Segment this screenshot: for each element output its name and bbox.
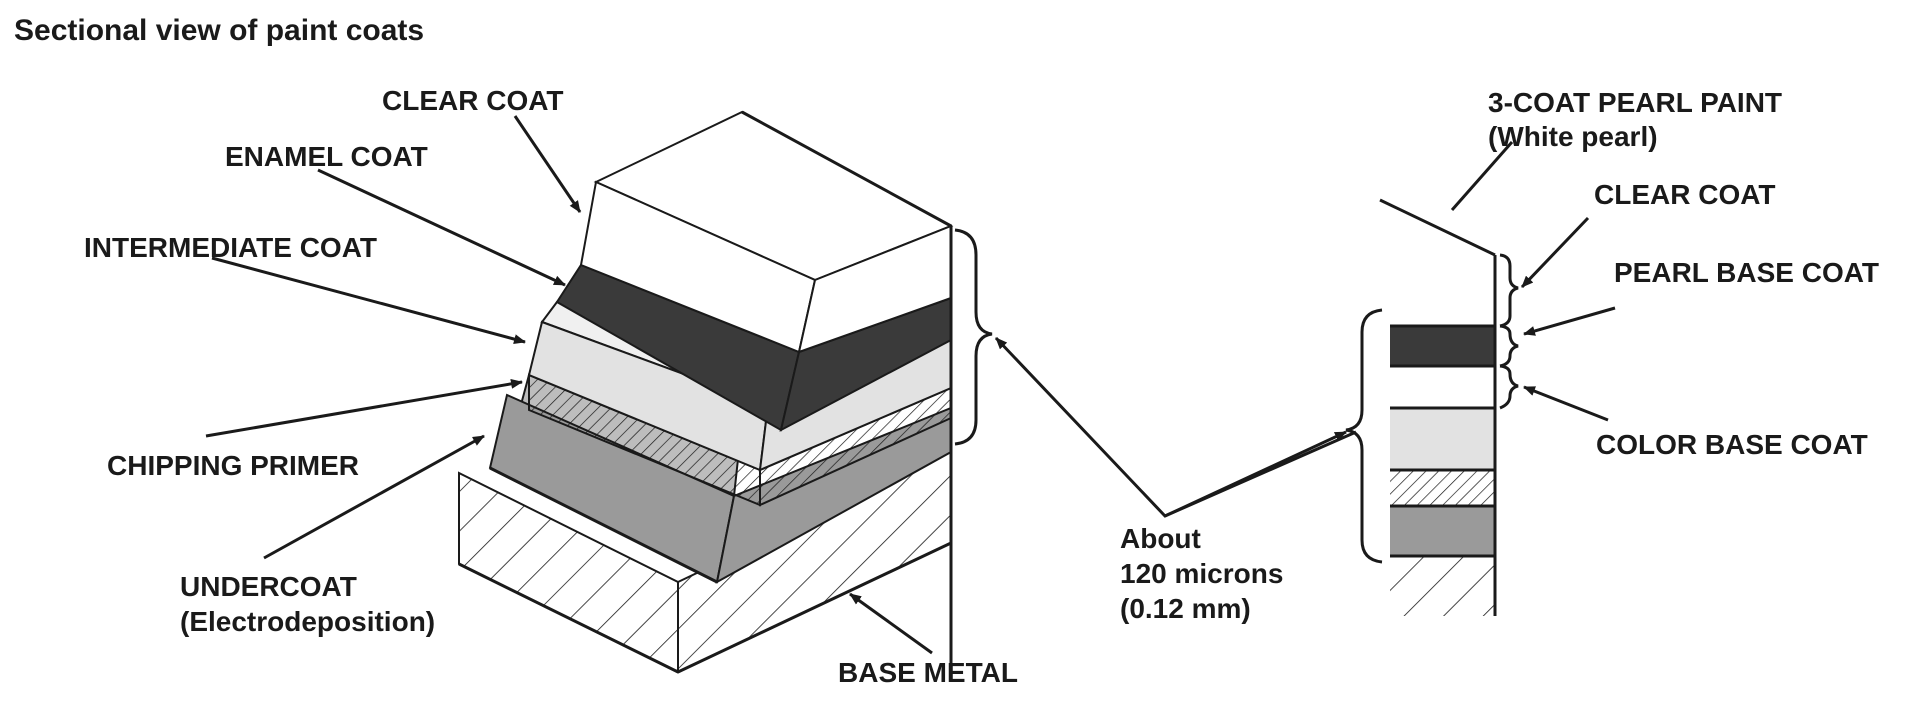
pearl-base-coat-brace bbox=[1499, 324, 1519, 368]
label-pearl-clear-coat: CLEAR COAT bbox=[1594, 179, 1775, 210]
pearl-strip-base-metal-layer bbox=[1390, 556, 1495, 616]
label-thickness-about: About bbox=[1120, 523, 1201, 554]
label-thickness-mm: (0.12 mm) bbox=[1120, 593, 1251, 624]
pearl-strip-pearl-base-layer bbox=[1390, 326, 1495, 366]
label-pearl-base-coat: PEARL BASE COAT bbox=[1614, 257, 1879, 288]
pearl-strip-clear-coat-layer bbox=[1390, 258, 1495, 328]
clear-coat-brace bbox=[1499, 253, 1519, 328]
label-undercoat: UNDERCOAT bbox=[180, 571, 357, 602]
pearl-strip-color-base-layer bbox=[1390, 366, 1495, 408]
label-white-pearl: (White pearl) bbox=[1488, 121, 1658, 152]
pearl-strip-thickness-brace bbox=[1345, 308, 1383, 564]
label-undercoat-electrodeposition: (Electrodeposition) bbox=[180, 606, 435, 637]
label-intermediate-coat: INTERMEDIATE COAT bbox=[84, 232, 377, 263]
diagram-title: Sectional view of paint coats bbox=[14, 14, 424, 47]
left-thickness-brace bbox=[954, 228, 993, 446]
label-thickness-microns: 120 microns bbox=[1120, 558, 1283, 589]
label-color-base-coat: COLOR BASE COAT bbox=[1596, 429, 1868, 460]
pearl-strip-intermediate-layer bbox=[1390, 408, 1495, 470]
label-enamel-coat: ENAMEL COAT bbox=[225, 141, 428, 172]
pearl-strip-chipping-primer-layer bbox=[1390, 470, 1495, 506]
color-base-coat-brace bbox=[1499, 364, 1519, 410]
label-chipping-primer: CHIPPING PRIMER bbox=[107, 450, 359, 481]
pearl-paint-strip bbox=[1379, 198, 1497, 616]
leader-lines bbox=[205, 115, 1616, 655]
label-clear-coat: CLEAR COAT bbox=[382, 85, 563, 116]
label-base-metal: BASE METAL bbox=[838, 657, 1018, 688]
paint-layer-block bbox=[458, 110, 954, 674]
pearl-strip-undercoat-layer bbox=[1390, 506, 1495, 556]
label-3-coat-pearl-paint: 3-COAT PEARL PAINT bbox=[1488, 87, 1782, 118]
